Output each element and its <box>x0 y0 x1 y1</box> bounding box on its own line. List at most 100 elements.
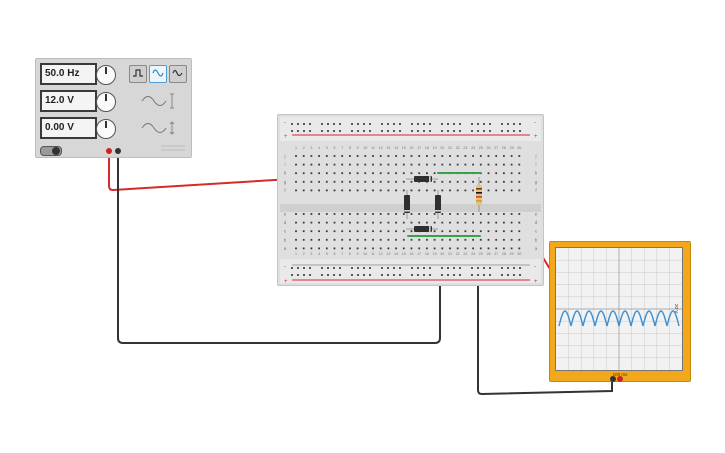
hole <box>349 213 351 215</box>
rail-hole <box>291 267 293 269</box>
column-number: 10 <box>363 146 367 150</box>
column-number: 3 <box>310 252 312 256</box>
dc-offset-knob[interactable] <box>96 119 116 139</box>
signal-trace <box>558 310 680 327</box>
hole <box>333 155 336 157</box>
hole <box>464 221 467 224</box>
rail-hole <box>471 274 473 276</box>
row-letter: d <box>284 220 287 225</box>
hole <box>333 172 336 175</box>
frequency-display: 50.0 Hz <box>40 63 97 85</box>
rail-hole <box>471 123 473 125</box>
hole <box>479 230 482 233</box>
rail-hole <box>381 123 383 125</box>
rail-hole <box>507 267 509 269</box>
rail-hole <box>513 274 515 276</box>
rail-hole <box>333 267 335 269</box>
hole <box>402 189 405 192</box>
function-generator[interactable]: 50.0 Hz 12.0 V 0.00 V <box>35 58 192 158</box>
hole <box>449 238 451 241</box>
row-letter: h <box>284 171 287 176</box>
rail-hole <box>393 123 395 125</box>
scope-positive-terminal[interactable] <box>617 376 623 382</box>
rail-hole <box>369 267 371 269</box>
column-number: 12 <box>379 252 383 256</box>
hole <box>487 230 490 233</box>
hole <box>433 247 436 250</box>
hole <box>325 238 328 241</box>
hole <box>441 230 444 233</box>
hole <box>433 238 436 241</box>
rail-hole <box>333 130 335 132</box>
hole <box>487 238 490 241</box>
rail-hole <box>387 274 389 276</box>
rail-hole <box>447 267 449 269</box>
rail-hole <box>321 123 323 125</box>
resistor-band <box>476 200 482 202</box>
column-number: 25 <box>479 252 483 256</box>
column-number: 26 <box>487 146 491 150</box>
hole <box>456 213 459 215</box>
column-number: 3 <box>310 146 312 150</box>
hole <box>418 155 421 157</box>
row-letter: e <box>535 212 538 217</box>
hole <box>426 155 428 157</box>
hole <box>302 163 305 166</box>
sine-wave-button[interactable] <box>149 65 167 83</box>
hole <box>295 230 297 233</box>
hole <box>503 221 505 224</box>
rail-hole <box>429 267 431 269</box>
hole <box>387 163 390 166</box>
hole <box>379 230 382 233</box>
hole <box>464 180 467 183</box>
hole <box>418 213 421 215</box>
rail-hole <box>459 274 461 276</box>
diode-d1 <box>414 176 432 182</box>
hole <box>349 163 351 166</box>
hole <box>402 213 405 215</box>
rail-hole <box>459 123 461 125</box>
positive-terminal[interactable] <box>106 148 112 154</box>
power-switch[interactable] <box>40 146 62 156</box>
row-letter: e <box>284 212 287 217</box>
rail-hole <box>357 123 359 125</box>
scope-negative-terminal[interactable] <box>610 376 616 382</box>
wire-scope-ground[interactable] <box>477 236 613 396</box>
rail-hole <box>513 267 515 269</box>
hole <box>495 163 498 166</box>
triangle-wave-button[interactable] <box>169 65 187 83</box>
rail-hole <box>489 130 491 132</box>
square-wave-button[interactable] <box>129 65 147 83</box>
column-number: 24 <box>471 146 475 150</box>
hole <box>310 221 313 224</box>
rail-sign: + <box>534 279 538 285</box>
hole <box>479 213 482 215</box>
hole <box>372 163 374 166</box>
hole <box>433 230 436 233</box>
wire-ground[interactable] <box>117 150 441 344</box>
hole <box>318 180 320 183</box>
column-number: 6 <box>334 252 336 256</box>
oscilloscope[interactable]: 100 ms 20 V <box>549 241 691 382</box>
wire-positive[interactable] <box>108 150 405 192</box>
hole <box>472 163 474 166</box>
rail-hole <box>483 130 485 132</box>
hole <box>418 163 421 166</box>
rail-hole <box>351 130 353 132</box>
hole <box>487 221 490 224</box>
rail-hole <box>369 130 371 132</box>
amplitude-knob[interactable] <box>96 92 116 112</box>
rail-hole <box>477 267 479 269</box>
rail-hole <box>297 274 299 276</box>
hole <box>341 172 344 175</box>
hole <box>464 247 467 250</box>
hole <box>410 155 413 157</box>
rail-hole <box>399 130 401 132</box>
rail-hole <box>321 267 323 269</box>
frequency-knob[interactable] <box>96 65 116 85</box>
hole <box>426 238 428 241</box>
rail-hole <box>459 130 461 132</box>
negative-terminal[interactable] <box>115 148 121 154</box>
hole <box>318 172 320 175</box>
